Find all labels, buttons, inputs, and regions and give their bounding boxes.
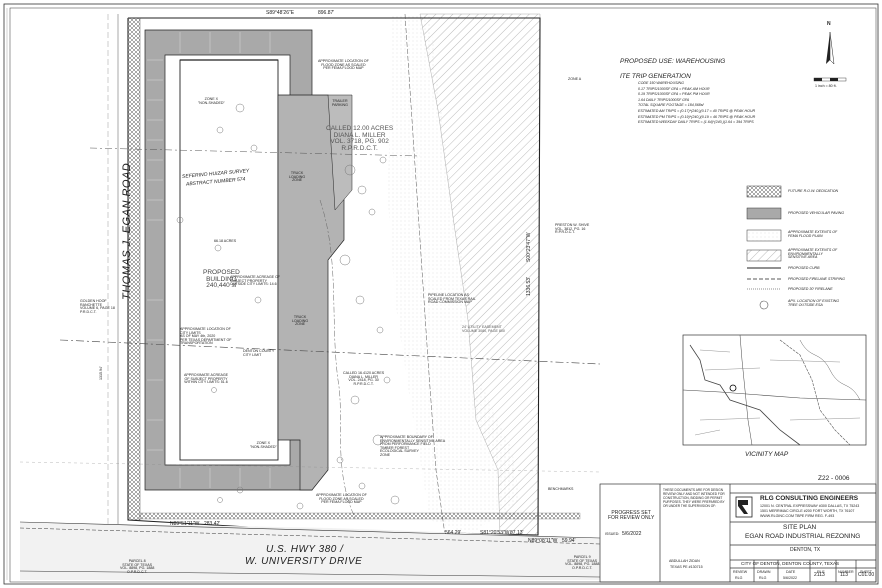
preston-note: PRESTON W. SHIVE VOL. 3812, PG. 16 R.P.R… [555, 223, 590, 235]
issued-label: ISSUED: [605, 532, 620, 536]
proposed-building-label: PROPOSED BUILDING 240,440 sf [203, 269, 240, 289]
north-arrow [813, 31, 847, 82]
flood-note-top: APPROXIMATE LOCATION OF FLOOD ZONE AS SC… [318, 59, 369, 71]
env-boundary-note: APPROXIMATE BOUNDARY OF ENVIRONMENTALLY … [380, 435, 446, 457]
header-date: DATE [786, 570, 796, 574]
south-road-line1: U.S. HWY 380 / [266, 544, 344, 555]
truck-loading-label: TRUCK LOADING ZONE [289, 171, 306, 183]
value-sheet: C01.00 [858, 572, 875, 578]
bottom-bearing-right: S81°20'53"W [480, 530, 510, 536]
north-label: N [827, 21, 831, 27]
legend-label-curb: PROPOSED CURB [788, 266, 820, 270]
disclaimer-text: THESE DOCUMENTS ARE FOR DESIGN REVIEW ON… [663, 488, 725, 508]
firm-address-1: 12001 N. CENTRAL EXPRESSWAY #300 DALLAS,… [760, 504, 860, 508]
acreage-outside-label: APPROXIMATE ACREAGE OF SUBJECT PROPERTY … [230, 275, 281, 287]
golden-hoof-label: GOLDEN HOOF RANCHETTE VOLUME 6, PAGE 18 … [80, 299, 115, 314]
bottom-distance-far: 59.94' [562, 538, 576, 544]
progress-set: PROGRESS SET FOR REVIEW ONLY [608, 510, 655, 521]
firm-name: RLG CONSULTING ENGINEERS [760, 495, 859, 502]
state-texas-right: PARCEL 9 STATE OF TEXAS VOL. 8898, PG. 1… [565, 555, 600, 570]
drawing-number: Z22 - 0006 [818, 475, 850, 482]
bottom-distance-left: 283.42' [204, 521, 221, 527]
bottom-distance-mid: 564.29' [445, 530, 462, 536]
top-bearing: S89°48'26"E [266, 10, 295, 16]
ite-line: TOTAL SQUARE FOOTAGE = 184,568sf [638, 103, 704, 108]
header-sheet: SHEET [860, 570, 872, 574]
flood-note: APPROXIMATE LOCATION OF FLOOD ZONE AS SC… [316, 493, 367, 505]
city-limit-label: DENTON COUNTY CITY LIMIT [243, 349, 275, 357]
south-road-line2: W. UNIVERSITY DRIVE [245, 556, 363, 567]
ite-line: ESTIMATED AM TRIPS = (0.17)*(240,)(0.17 … [638, 108, 756, 113]
scale-label: 1 inch = 80 ft. [815, 84, 837, 88]
ite-line: 0.17 TRIPS/1000SF GFA = PEAK AM HOUR [638, 86, 710, 91]
engineer-name: ABDULLAH ZIDAN [669, 559, 700, 563]
title-block-frame [599, 483, 877, 583]
zone-x-label-1: ZONE X "NON-SHADED" [198, 97, 225, 105]
bottom-distance-right: 87.13' [510, 530, 524, 536]
jurisdiction: CITY OF DENTON, DENTON COUNTY, TEXAS [741, 561, 840, 566]
legend-label-row: FUTURE R.O.W. DEDICATION [788, 189, 839, 193]
called-right-label: CALLED 16.4120 ACRES DIANA L. MILLER VOL… [343, 371, 385, 386]
vicinity-map-title: VICINITY MAP [745, 451, 789, 458]
easement-note: 24' UTILITY EASEMENT VOLUME 3080, PAGE 8… [462, 325, 505, 333]
value-review: RLG [735, 576, 743, 580]
legend-label-firelane: PROPOSED 30' FIRELANE [788, 287, 833, 291]
pipeline-note: PIPELINE LOCATION AS SCALED FROM TEXAS R… [428, 293, 476, 305]
legend-swatches [746, 185, 782, 310]
top-distance: 896.87' [318, 10, 335, 16]
truck-loading-label-2: TRUCK LOADING ZONE [292, 315, 309, 327]
ite-notes-list: CODE 150 WAREHOUSING 0.17 TRIPS/1000SF G… [638, 81, 756, 127]
ite-line: 1.64 DAILY TRIPS/1000SF GFA [638, 97, 690, 102]
legend-label-tree: APX. LOCATION OF EXISTING TREE OUTSIDE E… [788, 299, 839, 307]
firm-web: WWW.RLGINC.COM TBPE FIRM REG. F-493 [760, 514, 835, 518]
value-drawn: RLG [759, 576, 767, 580]
engineer-reg: TEXAS PE #130715 [670, 565, 703, 569]
value-file: 2113 [814, 572, 825, 578]
legend-label-esa: APPROXIMATE EXTENTS OF ENVIRONMENTALLY S… [788, 248, 838, 260]
west-road-label: THOMAS J. EGAN ROAD [121, 162, 133, 300]
acres-label: 66.18 ACRES [214, 239, 237, 243]
header-number: NUMBER [838, 570, 854, 574]
zone-x-label-2: ZONE X "NON-SHADED" [250, 441, 277, 449]
ite-line: CODE 150 WAREHOUSING [638, 81, 684, 85]
benchmarks-label: BENCHMARKS [548, 487, 574, 491]
project-location: DENTON, TX [790, 547, 821, 553]
zone-a-label: ZONE A [568, 77, 582, 81]
proposed-use: PROPOSED USE: WAREHOUSING [620, 58, 726, 65]
trailer-parking-label: TRAILER PARKING [332, 99, 348, 107]
state-texas-left: PARCEL 8 STATE OF TEXAS VOL. 8898, PG. 1… [120, 559, 155, 574]
project-name: EGAN ROAD INDUSTRIAL REZONING [745, 533, 861, 540]
approx-city-limit-label: APPROXIMATE LOCATION OF CITY LIMITS AS O… [180, 327, 232, 346]
header-review: REVIEW [733, 570, 748, 574]
legend-label-paving: PROPOSED VEHICULAR PAVING [788, 211, 845, 215]
ite-line: ESTIMATED PM TRIPS = (0.19)*(240,)(0.19 … [638, 114, 756, 119]
south-road [20, 522, 600, 580]
legend-label-striping: PROPOSED FIRELANE STRIPING [788, 277, 845, 281]
bottom-bearing-far: N89°08'11"W [528, 538, 558, 544]
issued-date: 5/6/2022 [622, 531, 642, 537]
rlg-logo [735, 496, 753, 518]
proposed-building [179, 59, 279, 461]
legend-label-flood: APPROXIMATE EXTENTS OF FEMA FLOOD PLAIN [788, 230, 838, 238]
value-date: 5/6/2022 [783, 576, 797, 580]
firm-address-2: 1501 MERRIMAC CIRCLE #200 FORT WORTH, TX… [760, 509, 855, 513]
acreage-within-label: APPROXIMATE ACREAGE OF SUBJECT PROPERTY … [184, 373, 229, 385]
ite-line: 0.19 TRIPS/1000SF GFA = PEAK PM HOUR [638, 92, 710, 97]
right-bearing: S00°23'47"W [526, 232, 532, 262]
vicinity-map [682, 334, 867, 446]
sheet-title: SITE PLAN [783, 524, 817, 531]
row-dedication [127, 17, 141, 521]
west-row-distance: 1315.94' [99, 366, 103, 380]
bottom-bearing-left: N89°51'11"W [170, 521, 200, 527]
ite-title: ITE TRIP GENERATION [620, 73, 691, 80]
called-acres-label: CALLED 12.00 ACRES DIANA L. MILLER VOL. … [326, 125, 394, 152]
value-number: 113 [840, 572, 848, 578]
ite-line: ESTIMATED WEEKDAY DAILY TRIPS = (1.64)*(… [638, 120, 754, 125]
header-drawn: DRAWN [757, 570, 771, 574]
header-file: FILE [817, 570, 825, 574]
right-distance: 1336.53' [526, 276, 532, 296]
